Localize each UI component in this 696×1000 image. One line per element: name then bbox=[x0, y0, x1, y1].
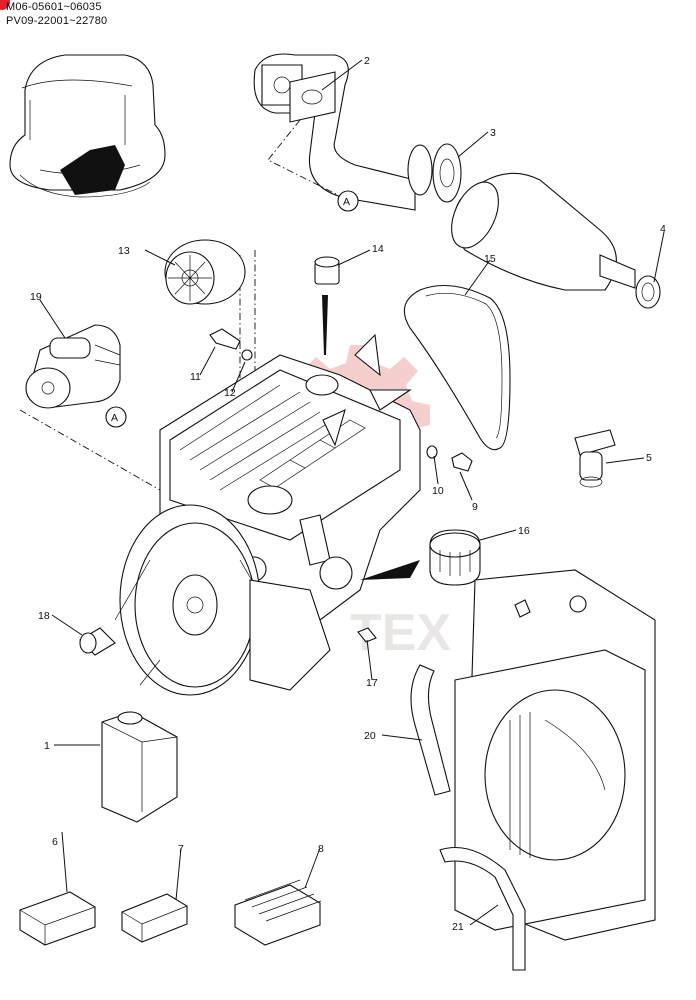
callout-labels: 2 3 4 5 6 7 8 9 10 11 12 13 14 15 16 17 … bbox=[30, 55, 666, 933]
part-4-clamp bbox=[635, 275, 661, 309]
part-13-alternator bbox=[164, 239, 246, 305]
callout-3: 3 bbox=[490, 127, 496, 139]
part-20-upper-hose bbox=[410, 664, 451, 796]
part-9-temp-sensor bbox=[451, 452, 473, 472]
part-2-exhaust-pipe bbox=[253, 53, 416, 211]
callout-11: 11 bbox=[190, 371, 201, 383]
part-18-sensor bbox=[79, 627, 116, 656]
part-15-v-belt bbox=[403, 285, 511, 451]
part-7-relay bbox=[121, 893, 188, 943]
svg-text:A: A bbox=[111, 412, 118, 424]
part-19-starter-motor bbox=[25, 324, 121, 409]
engine-assembly bbox=[114, 333, 421, 696]
corner-marker bbox=[0, 0, 10, 10]
callout-8: 8 bbox=[318, 843, 324, 855]
callout-17: 17 bbox=[366, 677, 378, 689]
callout-12: 12 bbox=[224, 387, 236, 399]
callout-9: 9 bbox=[472, 501, 478, 513]
part-1-reserve-tank bbox=[101, 711, 178, 823]
callout-16: 16 bbox=[518, 525, 530, 537]
callout-7: 7 bbox=[178, 843, 184, 855]
leader-lines bbox=[39, 59, 665, 926]
callout-15: 15 bbox=[484, 253, 496, 265]
callout-13: 13 bbox=[118, 245, 130, 257]
reference-marker-a-left: A bbox=[105, 406, 127, 428]
callout-20: 20 bbox=[364, 730, 376, 742]
part-14-thermostat bbox=[314, 256, 340, 355]
part-8-regulator bbox=[234, 879, 322, 946]
part-10-washer bbox=[426, 445, 438, 459]
callout-14: 14 bbox=[372, 243, 384, 255]
part-21-lower-hose bbox=[439, 846, 526, 971]
part-6-relay bbox=[19, 891, 96, 946]
callout-19: 19 bbox=[30, 291, 42, 303]
callout-2: 2 bbox=[364, 55, 370, 67]
callout-5: 5 bbox=[646, 452, 652, 464]
callout-18: 18 bbox=[38, 610, 50, 622]
callout-4: 4 bbox=[660, 223, 666, 235]
callout-10: 10 bbox=[432, 485, 444, 497]
part-3-flange bbox=[407, 143, 462, 203]
serial-range-2: PV09-22001~22780 bbox=[6, 15, 108, 27]
excavator-cab-thumbnail bbox=[9, 54, 166, 198]
callout-21: 21 bbox=[452, 921, 464, 933]
serial-range-1: M06-05601~06035 bbox=[6, 1, 102, 13]
svg-text:A: A bbox=[343, 196, 350, 208]
part-5-fuel-filter bbox=[574, 429, 616, 488]
part-12-washer bbox=[241, 349, 253, 361]
callout-1: 1 bbox=[44, 740, 50, 752]
muffler bbox=[451, 172, 636, 291]
part-17-switch bbox=[357, 627, 377, 643]
part-11-sensor bbox=[209, 328, 241, 350]
part-16-oil-filter bbox=[429, 529, 481, 586]
radiator-assembly bbox=[454, 569, 656, 941]
reference-marker-a-top: A bbox=[337, 190, 359, 212]
callout-6: 6 bbox=[52, 836, 58, 848]
